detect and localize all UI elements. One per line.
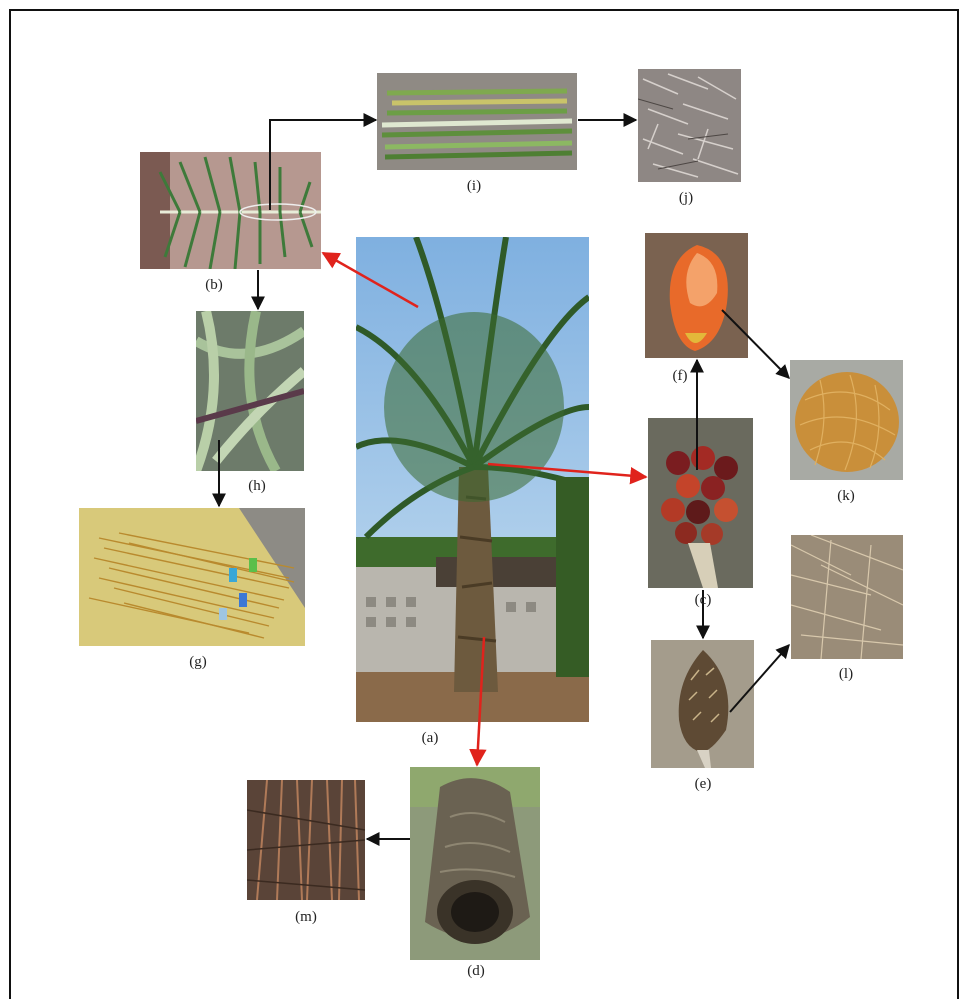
caption-k: (k): [826, 488, 866, 505]
caption-l: (l): [826, 666, 866, 683]
oil-palm-tree-photo: [356, 237, 589, 722]
caption-h: (h): [237, 478, 277, 495]
empty-fruit-bunch-photo: [651, 640, 754, 768]
fruit-bunch-photo: [648, 418, 753, 588]
palm-frond-photo: [140, 152, 321, 269]
trunk-fibre-photo: [247, 780, 365, 900]
caption-d: (d): [456, 963, 496, 980]
caption-i: (i): [454, 178, 494, 195]
caption-e: (e): [683, 776, 723, 793]
caption-c: (c): [683, 592, 723, 609]
shredded-fibre-photo: [638, 69, 741, 182]
palm-fruit-photo: [645, 233, 748, 358]
rachis-strips-photo: [377, 73, 577, 170]
mesocarp-fibre-photo: [790, 360, 903, 480]
brooms-photo: [79, 508, 305, 646]
caption-j: (j): [666, 190, 706, 207]
caption-g: (g): [178, 654, 218, 671]
leaflets-photo: [196, 311, 304, 471]
caption-b: (b): [194, 277, 234, 294]
caption-a: (a): [410, 730, 450, 747]
caption-f: (f): [660, 368, 700, 385]
stalk-fibre-photo: [791, 535, 903, 659]
caption-m: (m): [286, 909, 326, 926]
palm-trunk-photo: [410, 767, 540, 960]
